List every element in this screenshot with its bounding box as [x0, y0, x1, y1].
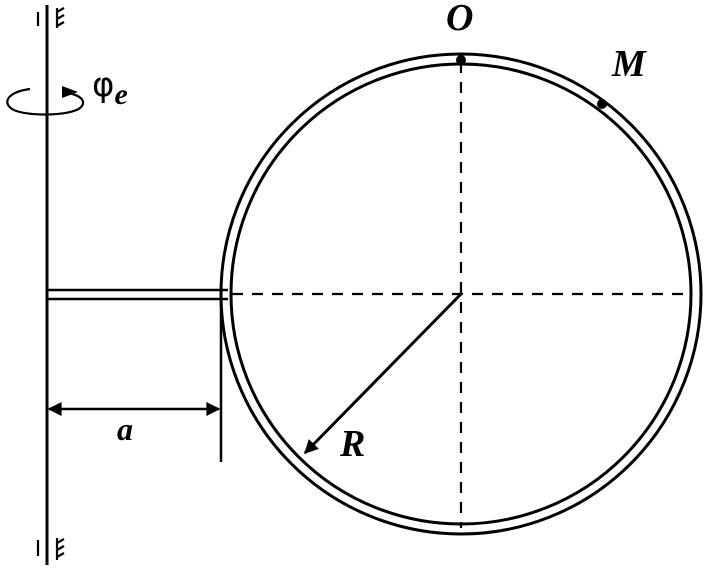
rotation-symbol: φ: [92, 65, 114, 105]
top-bearing-icon: [36, 7, 65, 28]
ring-outer: [219, 52, 703, 536]
rotation-subscript: e: [114, 78, 127, 111]
point-o-marker: [456, 55, 466, 65]
bottom-bearing-icon: [36, 538, 65, 560]
point-m-marker: [597, 99, 607, 109]
point-m-label: M: [611, 43, 647, 85]
radius-arrow: [303, 292, 463, 455]
connecting-rod: [47, 288, 228, 301]
radius-label: R: [339, 423, 365, 465]
svg-text:φe: φe: [92, 65, 128, 111]
dimension-a-label: a: [117, 411, 133, 447]
rotation-arrow-icon: [6, 86, 85, 116]
point-o-label: O: [446, 0, 473, 39]
